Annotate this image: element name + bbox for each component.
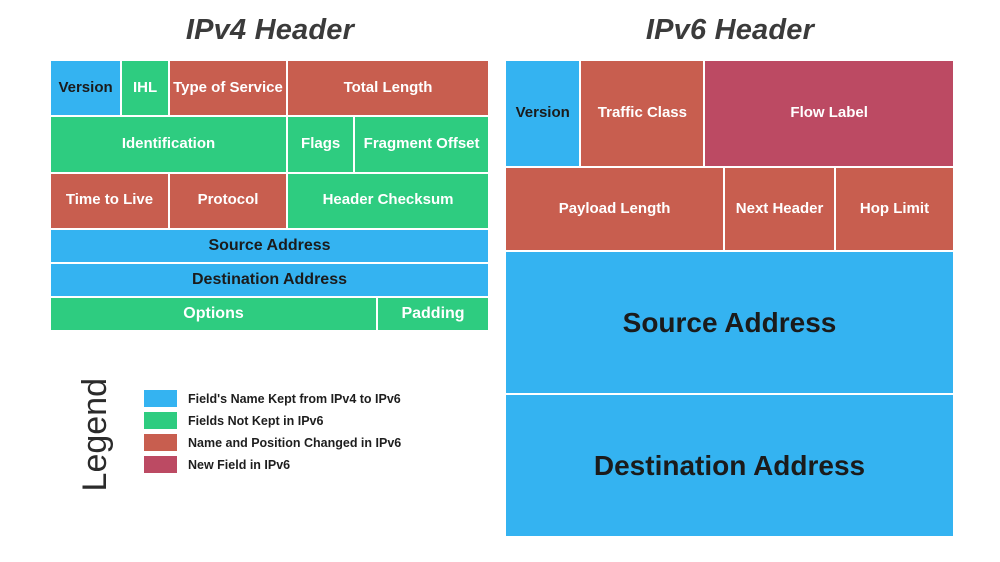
ipv4-field-identification: Identification <box>50 116 288 173</box>
ipv4-field-protocol: Protocol <box>168 172 288 229</box>
ipv4-field-header-checksum: Header Checksum <box>287 172 489 229</box>
ipv6-header-title: IPv6 Header <box>645 14 815 46</box>
ipv4-field-ihl: IHL <box>121 60 169 117</box>
ipv4-field-flags: Flags <box>287 116 355 173</box>
legend-swatch-red-icon <box>144 434 177 451</box>
ipv6-field-payload-length: Payload Length <box>505 167 725 251</box>
ipv4-field-fragment-offset: Fragment Offset <box>354 116 489 173</box>
ipv4-field-type-of-service: Type of Service <box>168 60 288 117</box>
legend-item-green: Fields Not Kept in IPv6 <box>144 412 401 429</box>
ipv6-field-destination-address: Destination Address <box>505 394 954 537</box>
legend-swatch-green-icon <box>144 412 177 429</box>
legend: Legend Field's Name Kept from IPv4 to IP… <box>76 372 478 502</box>
legend-item-crimson: New Field in IPv6 <box>144 456 401 473</box>
legend-swatch-blue-icon <box>144 390 177 407</box>
ipv4-row-5: Destination Address <box>50 262 489 297</box>
ipv4-field-options: Options <box>50 296 378 331</box>
legend-item-label: Name and Position Changed in IPv6 <box>188 435 402 450</box>
legend-item-red: Name and Position Changed in IPv6 <box>144 434 401 451</box>
ipv4-field-time-to-live: Time to Live <box>50 172 169 229</box>
ipv6-field-version: Version <box>505 60 581 167</box>
legend-item-label: Fields Not Kept in IPv6 <box>188 413 324 428</box>
legend-title: Legend <box>76 378 114 492</box>
ipv4-header-title: IPv4 Header <box>185 14 355 46</box>
ipv6-field-source-address: Source Address <box>505 251 954 394</box>
ipv6-row-3: Source Address <box>505 251 954 394</box>
ipv4-field-destination-address: Destination Address <box>50 262 489 297</box>
ipv6-field-flow-label: Flow Label <box>704 60 954 167</box>
ipv4-field-version: Version <box>50 60 122 117</box>
ipv4-field-total-length: Total Length <box>287 60 489 117</box>
ipv4-field-padding: Padding <box>377 296 489 331</box>
ipv6-field-traffic-class: Traffic Class <box>580 60 705 167</box>
ipv6-field-next-header: Next Header <box>724 167 835 251</box>
legend-item-blue: Field's Name Kept from IPv4 to IPv6 <box>144 390 401 407</box>
legend-item-label: Field's Name Kept from IPv4 to IPv6 <box>188 391 401 406</box>
ipv4-field-source-address: Source Address <box>50 228 489 263</box>
ipv6-field-hop-limit: Hop Limit <box>835 167 954 251</box>
ipv6-row-4: Destination Address <box>505 394 954 537</box>
legend-swatch-crimson-icon <box>144 456 177 473</box>
ipv4-row-4: Source Address <box>50 228 489 263</box>
legend-item-label: New Field in IPv6 <box>188 457 291 472</box>
